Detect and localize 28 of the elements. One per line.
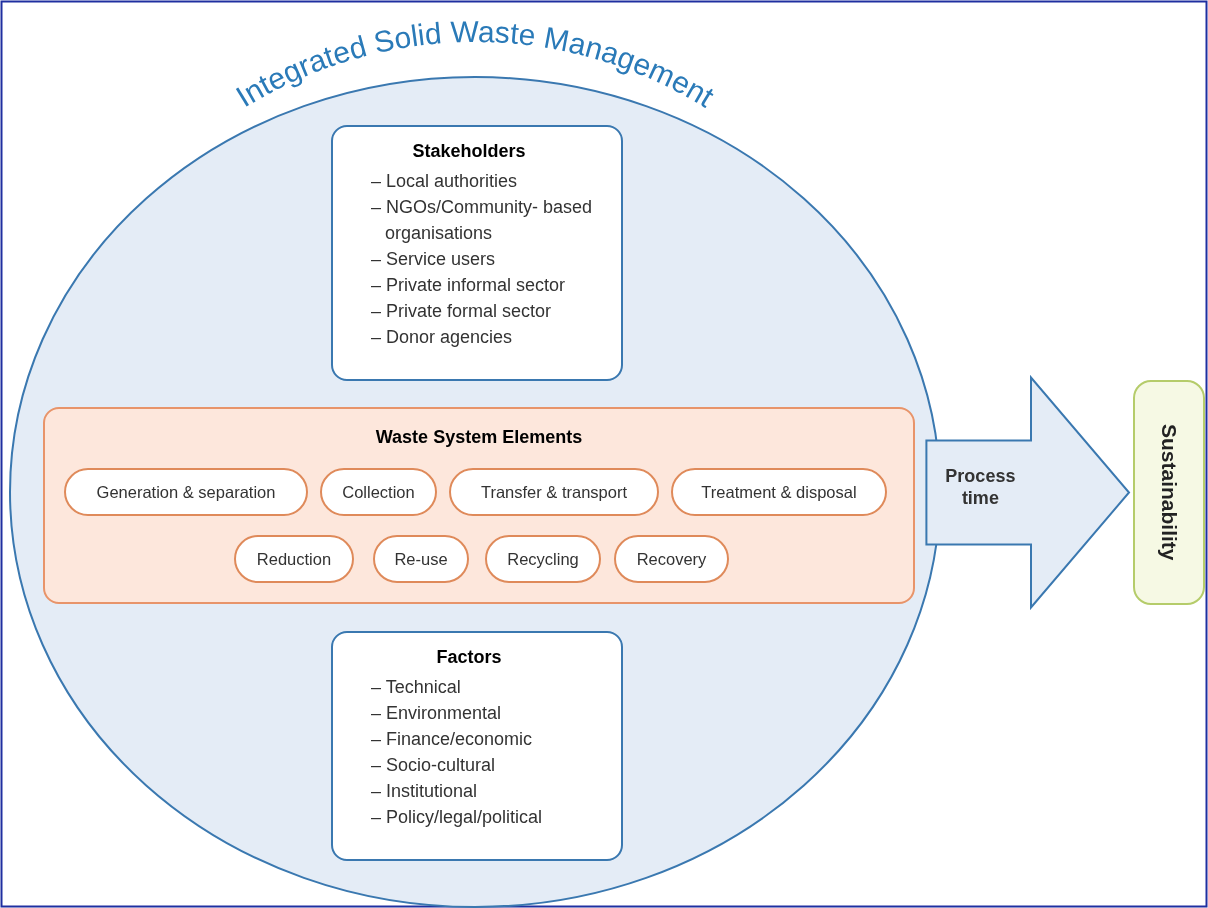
elements-panel xyxy=(43,407,915,604)
element-pill: Transfer & transport xyxy=(449,468,659,516)
list-item: – Institutional xyxy=(371,780,479,803)
list-item: – Finance/economic xyxy=(371,728,534,751)
list-item: – Technical xyxy=(371,676,462,699)
list-box xyxy=(331,631,623,861)
list-item: – Service users xyxy=(371,248,497,271)
list-box xyxy=(331,125,623,381)
element-pill: Collection xyxy=(320,468,437,516)
outcome-box xyxy=(1133,380,1205,605)
list-item: – Local authorities xyxy=(371,170,519,193)
element-pill: Recovery xyxy=(614,535,729,583)
box-heading: Stakeholders xyxy=(411,141,527,162)
list-item: – Socio-cultural xyxy=(371,754,497,777)
element-pill: Re-use xyxy=(373,535,469,583)
outcome-label: Sustainability xyxy=(1157,424,1181,561)
list-item: – NGOs/Community- based organisations xyxy=(371,196,594,245)
box-heading: Factors xyxy=(435,647,503,668)
list-item: – Private informal sector xyxy=(371,274,567,297)
element-pill: Treatment & disposal xyxy=(671,468,887,516)
element-pill: Reduction xyxy=(234,535,354,583)
element-pill: Recycling xyxy=(485,535,601,583)
element-pill: Generation & separation xyxy=(64,468,308,516)
list-item: – Donor agencies xyxy=(371,326,514,349)
panel-heading: Waste System Elements xyxy=(375,427,583,448)
list-item: – Policy/legal/political xyxy=(371,806,544,829)
list-item: – Private formal sector xyxy=(371,300,553,323)
list-item: – Environmental xyxy=(371,702,503,725)
